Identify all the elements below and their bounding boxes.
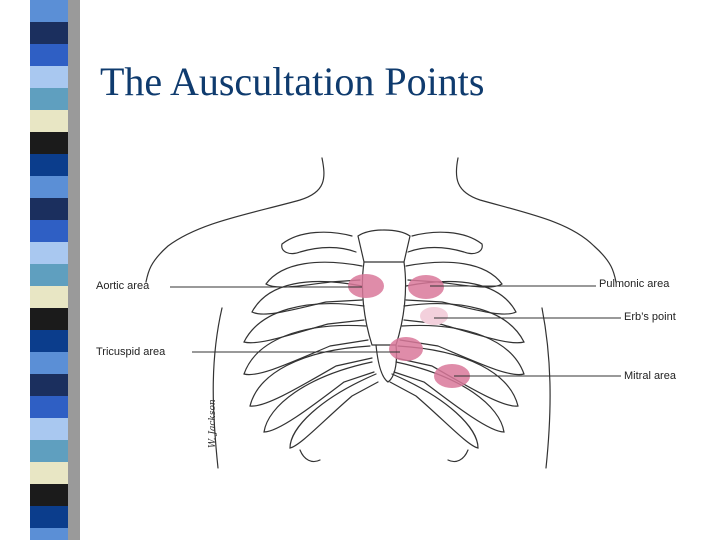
torso-left-outline bbox=[212, 307, 223, 469]
stripe-group bbox=[30, 0, 68, 540]
stripe-segment bbox=[30, 308, 68, 330]
pulmonic-area-label: Pulmonic area bbox=[599, 278, 670, 290]
stripe-segment bbox=[30, 154, 68, 176]
rib-right-1 bbox=[405, 261, 503, 288]
erbs-point-marker bbox=[420, 307, 448, 325]
rib-left-4 bbox=[243, 324, 369, 376]
rib-left-2 bbox=[251, 281, 363, 315]
floating-rib-right bbox=[447, 449, 469, 463]
decorative-stripe-bar bbox=[30, 0, 80, 540]
rib-right-7 bbox=[389, 373, 479, 449]
rib-left-3 bbox=[243, 303, 365, 344]
stripe-segment bbox=[30, 264, 68, 286]
rib-left-1 bbox=[265, 261, 363, 288]
stripe-segment bbox=[30, 66, 68, 88]
stripe-segment bbox=[30, 88, 68, 110]
stripe-segment bbox=[30, 176, 68, 198]
slide-title: The Auscultation Points bbox=[100, 59, 485, 104]
rib-right-3 bbox=[403, 303, 525, 344]
floating-rib-left bbox=[299, 449, 321, 463]
stripe-segment bbox=[30, 396, 68, 418]
aortic-area-marker bbox=[348, 274, 384, 298]
stripe-segment bbox=[30, 22, 68, 44]
torso-right-outline bbox=[541, 307, 551, 469]
stripe-segment bbox=[30, 330, 68, 352]
stripe-segment bbox=[30, 528, 68, 540]
manubrium bbox=[357, 229, 411, 263]
neck-right-outline bbox=[455, 157, 617, 283]
rib-left-5 bbox=[249, 345, 373, 407]
neck-left-outline bbox=[145, 157, 325, 283]
stripe-segment bbox=[30, 462, 68, 484]
stripe-segment bbox=[30, 198, 68, 220]
stripe-segment bbox=[30, 286, 68, 308]
rib-right-2 bbox=[405, 281, 517, 315]
stripe-segment bbox=[30, 242, 68, 264]
mitral-area-label: Mitral area bbox=[624, 370, 676, 382]
stripe-segment bbox=[30, 352, 68, 374]
stripe-segment bbox=[30, 440, 68, 462]
rib-left-6 bbox=[263, 361, 375, 433]
auscultation-markers bbox=[348, 274, 470, 388]
erbs-point-label: Erb’s point bbox=[624, 311, 676, 323]
stripe-segment bbox=[30, 44, 68, 66]
stripe-segment bbox=[30, 418, 68, 440]
clavicle-left bbox=[281, 231, 357, 255]
stripe-segment bbox=[30, 110, 68, 132]
tricuspid-area-marker bbox=[389, 337, 423, 361]
stripe-segment bbox=[30, 0, 68, 22]
pulmonic-area-marker bbox=[408, 275, 444, 299]
rib-right-4 bbox=[399, 324, 525, 376]
rib-left-7 bbox=[289, 373, 379, 449]
stripe-segment bbox=[30, 374, 68, 396]
stripe-segment bbox=[30, 484, 68, 506]
mitral-area-marker bbox=[434, 364, 470, 388]
artist-signature: W. Jackson bbox=[208, 399, 218, 448]
tricuspid-area-label: Tricuspid area bbox=[96, 346, 166, 358]
stripe-segment bbox=[30, 220, 68, 242]
aortic-area-label: Aortic area bbox=[96, 280, 150, 292]
stripe-segment bbox=[30, 506, 68, 528]
stripe-segment bbox=[30, 132, 68, 154]
clavicle-right bbox=[407, 231, 483, 255]
xiphoid-process bbox=[375, 344, 398, 383]
